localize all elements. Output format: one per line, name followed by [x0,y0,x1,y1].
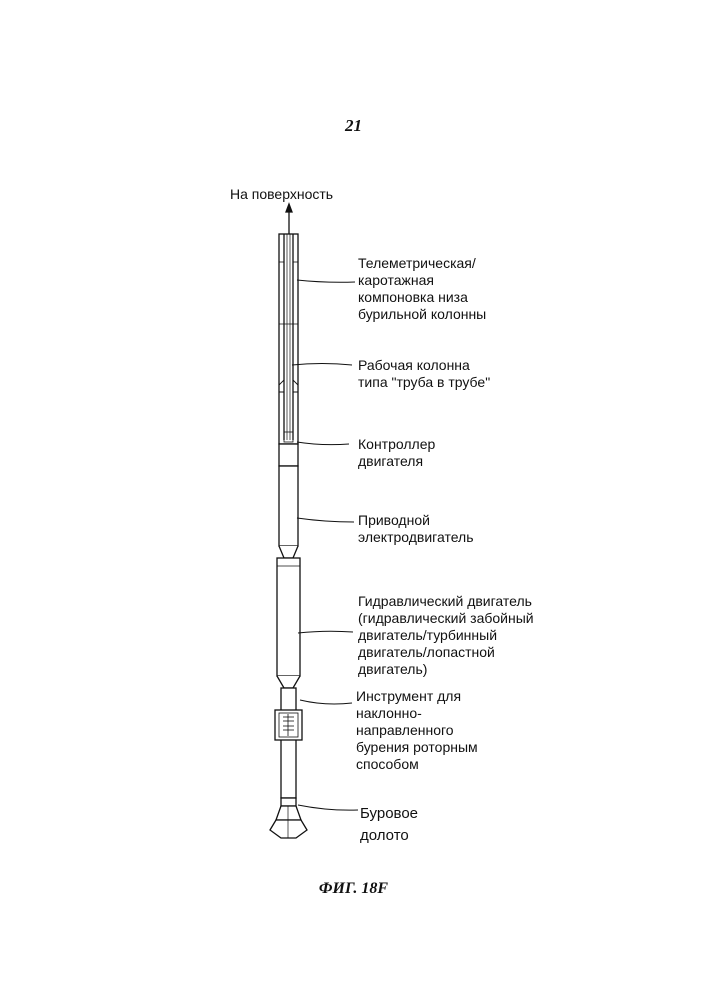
leader-rotary-steerable [300,700,352,704]
motor-controller-section [279,444,298,466]
label-work-string: Рабочая колонна типа "труба в трубе" [358,357,490,391]
leader-motor-controller [297,442,349,445]
leader-electric-motor [297,518,354,522]
label-drill-bit: Буровое долото [360,803,418,847]
leader-drill-bit [298,805,358,810]
label-hydraulic-motor: Гидравлический двигатель (гидравлический… [358,593,534,678]
pipe-in-pipe-section [279,234,298,444]
drill-bit-shape [270,798,307,838]
label-rotary-steerable: Инструмент для наклонно- направленного б… [356,688,478,773]
figure-caption: ФИГ. 18F [0,880,707,898]
label-surface: На поверхность [230,186,333,203]
rotary-steerable-section [275,688,302,798]
label-telemetry: Телеметрическая/ каротажная компоновка н… [358,255,486,323]
surface-arrow-head [286,204,292,212]
electric-motor-section [279,466,298,558]
hydraulic-motor-section [277,558,300,688]
leader-hydraulic-motor [298,631,353,633]
label-electric-motor: Приводной электродвигатель [358,512,474,546]
leader-work-string [292,364,352,366]
leader-telemetry [297,280,355,282]
label-motor-controller: Контроллер двигателя [358,436,435,470]
